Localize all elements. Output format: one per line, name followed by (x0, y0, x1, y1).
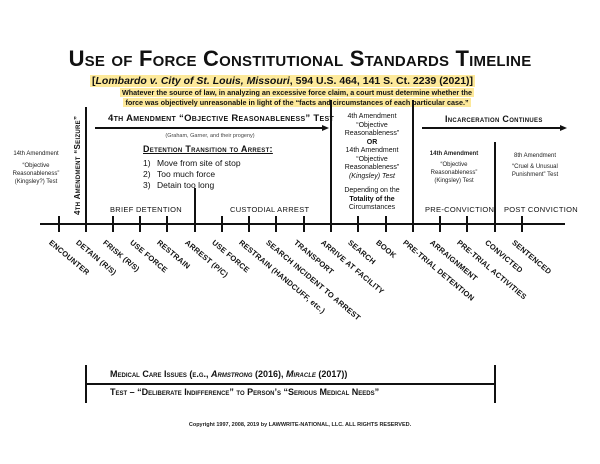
list-item: 1) Move from site of stop (143, 158, 241, 169)
incarceration-arrow-line (422, 127, 562, 129)
arrow-right-icon (322, 125, 329, 131)
citation-bracket-open: [ (92, 75, 96, 87)
medical-case-miracle: Miracle (286, 369, 316, 379)
seizure-divider (85, 107, 87, 231)
timeline-tick (85, 216, 87, 232)
list-text: Too much force (157, 169, 216, 179)
middle-line: Reasonableness” (344, 130, 400, 137)
copyright-notice: Copyright 1997, 2008, 2019 by LAWWRITE-N… (188, 422, 412, 428)
timeline-tick (330, 216, 332, 232)
list-text: Detain too long (157, 180, 215, 190)
incarceration-divider (412, 100, 414, 231)
timeline-tick (412, 216, 414, 232)
timeline-tick (521, 216, 523, 232)
fourth-amendment-arrow-line (95, 127, 325, 129)
fourth-amendment-test-label: 4th Amendment “Objective Reasonableness”… (108, 113, 335, 124)
page-title: Use of Force Constitutional Standards Ti… (68, 46, 532, 71)
citation-bracket-close: ] (469, 75, 474, 87)
timeline-tick (494, 216, 496, 232)
middle-line: 4th Amendment (347, 113, 397, 120)
medical-issues-text: Medical Care Issues (e.g., (110, 369, 212, 379)
middle-line: Circumstances (348, 204, 396, 211)
middle-line: “Objective (356, 155, 388, 163)
timeline-tick (439, 216, 441, 232)
seizure-label: 4th Amendment “Seizure” (73, 115, 82, 215)
arrow-right-icon (560, 125, 567, 131)
phase-brief-detention: Brief Detention (110, 205, 183, 214)
left-amendment: 14th Amendment (13, 151, 59, 157)
timeline-tick (194, 216, 196, 232)
timeline-event-label: ARRAIGNMENT (428, 238, 480, 283)
pre-conviction-standard: 14th Amendment “Objective Reasonableness… (414, 150, 494, 185)
list-number: 3) (143, 180, 151, 190)
timeline-tick (385, 216, 387, 232)
conviction-divider (494, 142, 496, 231)
timeline-tick (248, 216, 250, 232)
medical-divider (85, 383, 496, 385)
holding-line-1: Whatever the source of law, in analyzing… (119, 88, 475, 97)
post-test-line: “Cruel & Unusual (512, 164, 558, 170)
timeline-event-label: BOOK (374, 238, 399, 261)
left-14th-amendment-note: 14th Amendment “Objective Reasonableness… (2, 150, 70, 186)
timeline-tick (166, 216, 168, 232)
medical-test-label: Test – “Deliberate Indifference” to Pers… (110, 387, 380, 397)
list-text: Move from site of stop (157, 158, 241, 168)
timeline-tick (357, 216, 359, 232)
list-number: 2) (143, 169, 151, 179)
fourth-amendment-subtext: (Graham, Garner, and their progeny) (165, 133, 255, 139)
custodial-divider (194, 188, 196, 231)
timeline-tick (221, 216, 223, 232)
list-item: 3) Detain too long (143, 180, 241, 191)
middle-line: Reasonableness” (344, 164, 400, 171)
timeline-tick (466, 216, 468, 232)
timeline-tick (58, 216, 60, 232)
facility-divider (330, 100, 332, 231)
post-conviction-standard: 8th Amendment “Cruel & Unusual Punishmen… (496, 152, 574, 179)
post-test-line: Punishment” Test (511, 172, 559, 178)
phase-custodial-arrest: Custodial Arrest (230, 205, 310, 214)
middle-line: Totality of the (349, 195, 395, 203)
pre-test-line: (Kingsley) Test (434, 178, 474, 184)
timeline-tick (139, 216, 141, 232)
timeline-tick (303, 216, 305, 232)
timeline-axis (40, 223, 565, 225)
case-citation: [Lombardo v. City of St. Louis, Missouri… (90, 75, 476, 87)
left-test-line: “Objective (22, 163, 50, 169)
case-reporter: , 594 U.S. 464, 141 S. Ct. 2239 (2021) (289, 75, 470, 87)
middle-line: “Objective (356, 121, 388, 129)
medical-case-year: (2017)) (315, 369, 348, 379)
list-item: 2) Too much force (143, 169, 241, 180)
pre-amendment: 14th Amendment (429, 151, 479, 157)
timeline-tick (275, 216, 277, 232)
middle-line: Depending on the (344, 187, 400, 194)
medical-case-year: (2016), (252, 369, 287, 379)
detention-transition-list: 1) Move from site of stop 2) Too much forc… (143, 158, 241, 191)
case-name: Lombardo v. City of St. Louis, Missouri (95, 75, 290, 87)
middle-line: (Kingsley) Test (348, 172, 396, 180)
incarceration-label: Incarceration Continues (445, 114, 543, 124)
phase-pre-conviction: Pre-Conviction (425, 205, 495, 214)
middle-line: 14th Amendment (345, 147, 399, 154)
case-holding: Whatever the source of law, in analyzing… (97, 88, 497, 108)
timeline-tick (112, 216, 114, 232)
pre-test-line: Reasonableness” (430, 170, 478, 176)
phase-post-conviction: Post Conviction (504, 205, 578, 214)
post-amendment: 8th Amendment (513, 153, 557, 159)
list-number: 1) (143, 158, 151, 168)
detention-transition-heading: Detention Transition to Arrest: (143, 144, 273, 154)
pre-test-line: “Objective (440, 162, 468, 168)
left-test-line: Reasonableness” (12, 171, 60, 177)
middle-column-standard: 4th Amendment “Objective Reasonableness”… (332, 113, 412, 213)
medical-issues-label: Medical Care Issues (e.g., Armstrong (20… (110, 369, 347, 379)
middle-or: OR (366, 138, 378, 146)
left-test-line: (Kingsley?) Test (14, 179, 58, 185)
holding-line-2: force was objectively unreasonable in li… (123, 98, 471, 107)
medical-case-armstrong: Armstrong (211, 369, 253, 379)
